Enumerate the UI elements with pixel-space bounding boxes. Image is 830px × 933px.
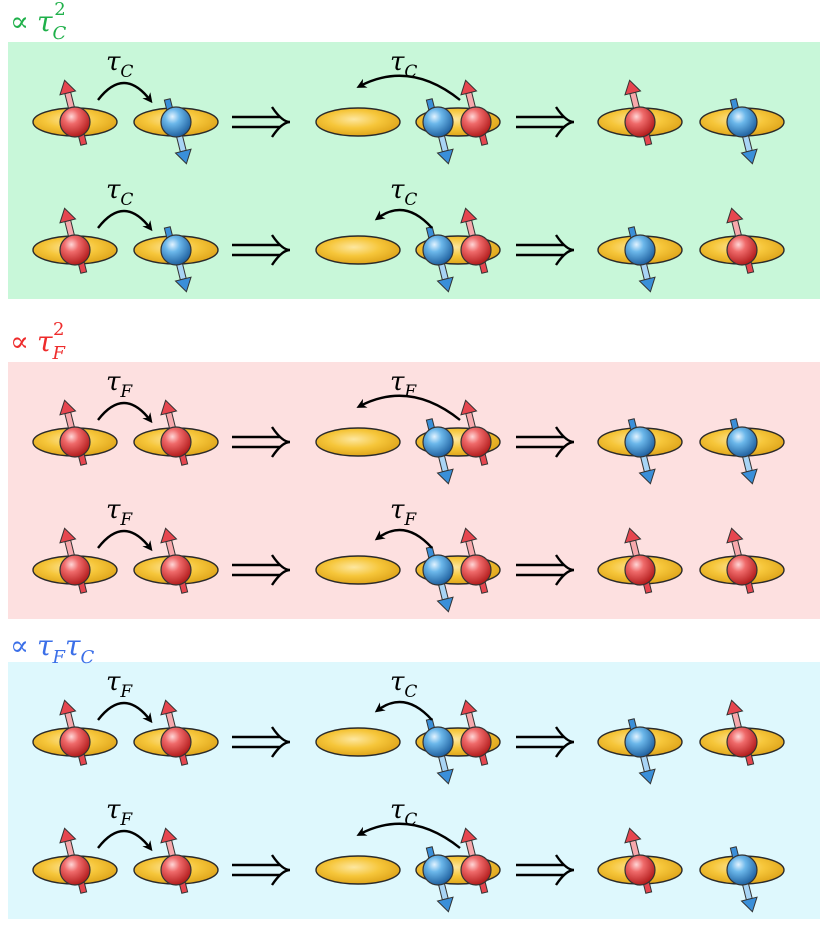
orbital-ellipse	[315, 235, 401, 265]
spin-up-red	[460, 527, 492, 594]
implies-arrow	[232, 426, 291, 458]
spin-up-red	[160, 827, 192, 894]
hop-arrow	[97, 830, 153, 852]
hop-arrow	[374, 208, 433, 229]
spin-down-blue	[422, 98, 454, 165]
hop-arrow	[97, 210, 153, 232]
spin-down-blue	[624, 418, 656, 485]
spin-down-blue	[726, 98, 758, 165]
hop-label: τF	[106, 367, 133, 402]
hop-label: τC	[106, 175, 133, 210]
spin-down-blue	[726, 846, 758, 913]
implies-arrow	[232, 106, 291, 138]
section-label-tauF-squared: ∝τF2	[10, 319, 66, 364]
section-label-tauF-tauC: ∝τFτC	[10, 629, 94, 668]
hop-label: τF	[390, 495, 417, 530]
spin-up-red	[726, 699, 758, 766]
spin-up-red	[160, 699, 192, 766]
spin-down-blue	[726, 418, 758, 485]
implies-arrow	[516, 854, 575, 886]
spin-up-red	[460, 79, 492, 146]
spin-up-red	[726, 207, 758, 274]
spin-down-blue	[160, 226, 192, 293]
hop-label: τC	[390, 47, 417, 82]
hop-label: τF	[106, 795, 133, 830]
spin-up-red	[160, 399, 192, 466]
implies-arrow	[232, 854, 291, 886]
spin-down-blue	[422, 226, 454, 293]
implies-arrow	[516, 234, 575, 266]
spin-down-blue	[624, 718, 656, 785]
spin-up-red	[460, 699, 492, 766]
spin-down-blue	[160, 98, 192, 165]
orbital-ellipse	[315, 727, 401, 757]
spin-up-red	[59, 207, 91, 274]
section-label-tauC-squared: ∝τC2	[10, 0, 66, 44]
implies-arrow	[516, 106, 575, 138]
hop-arrow	[374, 528, 433, 549]
spin-up-red	[59, 699, 91, 766]
implies-arrow	[516, 726, 575, 758]
spin-up-red	[59, 827, 91, 894]
spin-up-red	[624, 79, 656, 146]
orbital-ellipse	[315, 107, 401, 137]
spin-up-red	[59, 79, 91, 146]
spin-down-blue	[422, 846, 454, 913]
hop-label: τF	[390, 367, 417, 402]
spin-down-blue	[422, 418, 454, 485]
hop-label: τF	[106, 495, 133, 530]
spin-up-red	[460, 207, 492, 274]
hop-arrow	[97, 702, 153, 724]
implies-arrow	[516, 554, 575, 586]
spin-up-red	[726, 527, 758, 594]
spin-up-red	[160, 527, 192, 594]
hop-label: τF	[106, 667, 133, 702]
spin-up-red	[460, 827, 492, 894]
hop-arrow	[356, 394, 461, 421]
orbital-ellipse	[315, 427, 401, 457]
hop-label: τC	[390, 175, 417, 210]
spin-down-blue	[422, 718, 454, 785]
hop-label: τC	[390, 795, 417, 830]
spin-down-blue	[422, 546, 454, 613]
hop-label: τC	[390, 667, 417, 702]
hop-arrow	[356, 74, 461, 101]
diagram-rows: τC τC τC τC τF τF τF τF τF τC τF τC	[32, 47, 785, 913]
hop-label: τC	[106, 47, 133, 82]
spin-up-red	[460, 399, 492, 466]
hop-arrow	[97, 82, 153, 104]
implies-arrow	[232, 234, 291, 266]
spin-up-red	[59, 399, 91, 466]
hop-arrow	[374, 700, 433, 721]
spin-up-red	[59, 527, 91, 594]
spin-up-red	[624, 527, 656, 594]
spin-down-blue	[624, 226, 656, 293]
hop-arrow	[97, 402, 153, 424]
hop-arrow	[356, 822, 461, 849]
orbital-ellipse	[315, 855, 401, 885]
implies-arrow	[516, 426, 575, 458]
implies-arrow	[232, 726, 291, 758]
orbital-ellipse	[315, 555, 401, 585]
spin-up-red	[624, 827, 656, 894]
implies-arrow	[232, 554, 291, 586]
hop-arrow	[97, 530, 153, 552]
